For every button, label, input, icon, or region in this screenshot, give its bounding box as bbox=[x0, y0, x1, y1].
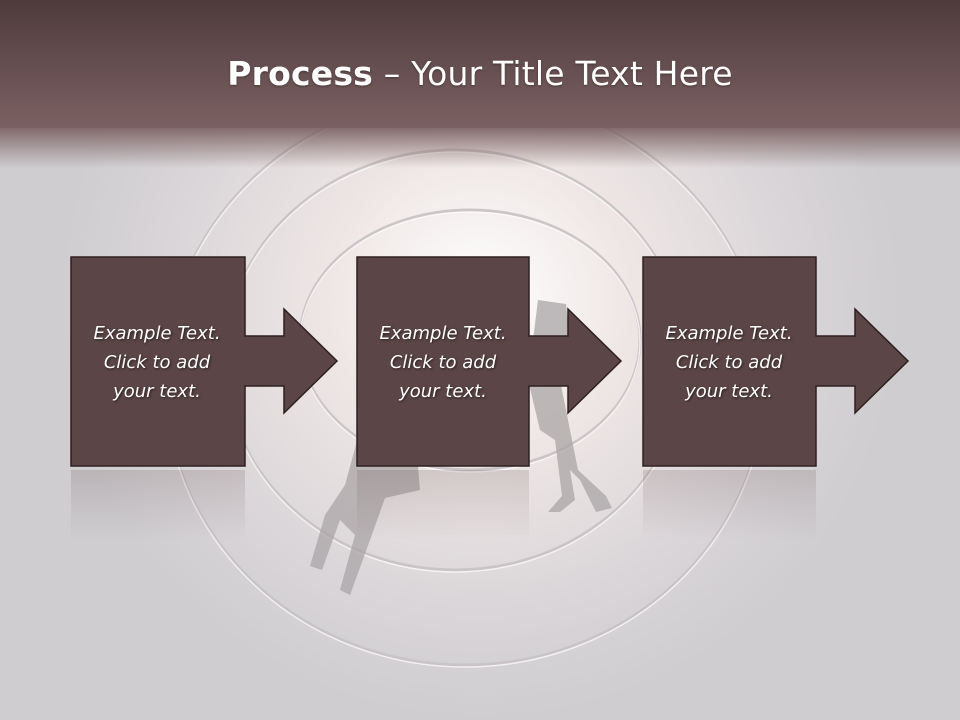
process-step-1: Example Text. Click to add your text. bbox=[70, 256, 340, 468]
header-band bbox=[0, 0, 960, 128]
step-arrow-shape bbox=[356, 256, 623, 467]
title-rest: – Your Title Text Here bbox=[373, 54, 733, 93]
step-text-box[interactable]: Example Text. Click to add your text. bbox=[70, 256, 244, 468]
step-arrow-shape bbox=[70, 256, 339, 467]
step-reflection bbox=[642, 470, 912, 540]
step-text: Example Text. Click to add your text. bbox=[93, 322, 221, 402]
title-bold: Process bbox=[227, 54, 374, 93]
step-text-box[interactable]: Example Text. Click to add your text. bbox=[642, 256, 816, 468]
slide-title[interactable]: Process – Your Title Text Here bbox=[0, 54, 960, 93]
process-step-2: Example Text. Click to add your text. bbox=[356, 256, 626, 468]
step-reflection bbox=[70, 470, 340, 540]
step-text: Example Text. Click to add your text. bbox=[665, 322, 793, 402]
step-arrow-shape bbox=[642, 256, 910, 467]
process-step-3: Example Text. Click to add your text. bbox=[642, 256, 912, 468]
step-reflection bbox=[356, 470, 626, 540]
step-text: Example Text. Click to add your text. bbox=[379, 322, 507, 402]
step-text-box[interactable]: Example Text. Click to add your text. bbox=[356, 256, 530, 468]
